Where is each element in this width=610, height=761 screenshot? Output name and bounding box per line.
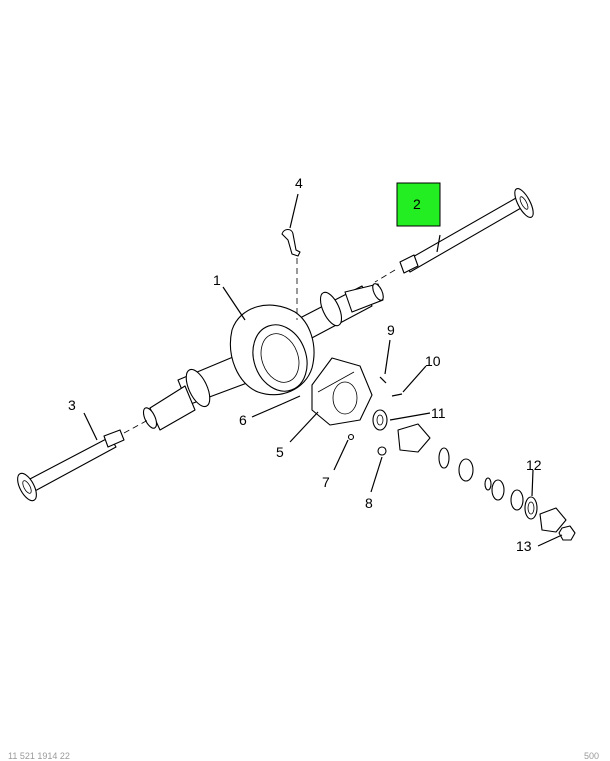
footer-left-code: 11 521 1914 22 [8, 751, 70, 761]
part-bolt-9[interactable] [379, 376, 387, 384]
callout-10[interactable]: 10 [425, 353, 441, 369]
part-axle-housing[interactable] [141, 282, 386, 431]
callout-5[interactable]: 5 [276, 444, 284, 460]
part-seal[interactable] [524, 496, 538, 520]
callout-6[interactable]: 6 [239, 412, 247, 428]
callout-11[interactable]: 11 [431, 405, 446, 421]
callout-8[interactable]: 8 [365, 495, 373, 511]
callout-3[interactable]: 3 [68, 397, 76, 413]
callout-highlight-box [396, 182, 441, 227]
part-differential-carrier[interactable] [311, 357, 373, 426]
leader-lines [83, 193, 563, 547]
footer-right-code: 500 [584, 751, 599, 761]
part-yoke[interactable] [539, 507, 567, 533]
part-pinion-gear-set[interactable] [397, 423, 524, 511]
part-bolt-10[interactable] [391, 393, 403, 397]
callout-labels: 1 2 3 4 5 6 7 8 9 10 11 12 13 [68, 175, 542, 554]
part-axle-shaft-right[interactable] [374, 186, 537, 283]
part-breather-hook[interactable] [281, 228, 301, 321]
callout-9[interactable]: 9 [387, 322, 395, 338]
callout-1[interactable]: 1 [213, 272, 221, 288]
part-pin-7[interactable] [347, 433, 355, 441]
part-axle-shaft-left[interactable] [14, 419, 149, 504]
part-plug-8[interactable] [377, 446, 387, 456]
callout-12[interactable]: 12 [526, 457, 542, 473]
callout-13[interactable]: 13 [516, 538, 532, 554]
part-nut[interactable] [558, 525, 576, 541]
callout-4[interactable]: 4 [295, 175, 303, 191]
part-stud[interactable] [281, 395, 301, 405]
part-bearing[interactable] [372, 409, 388, 431]
callout-7[interactable]: 7 [322, 474, 330, 490]
callout-2[interactable]: 2 [413, 196, 421, 212]
